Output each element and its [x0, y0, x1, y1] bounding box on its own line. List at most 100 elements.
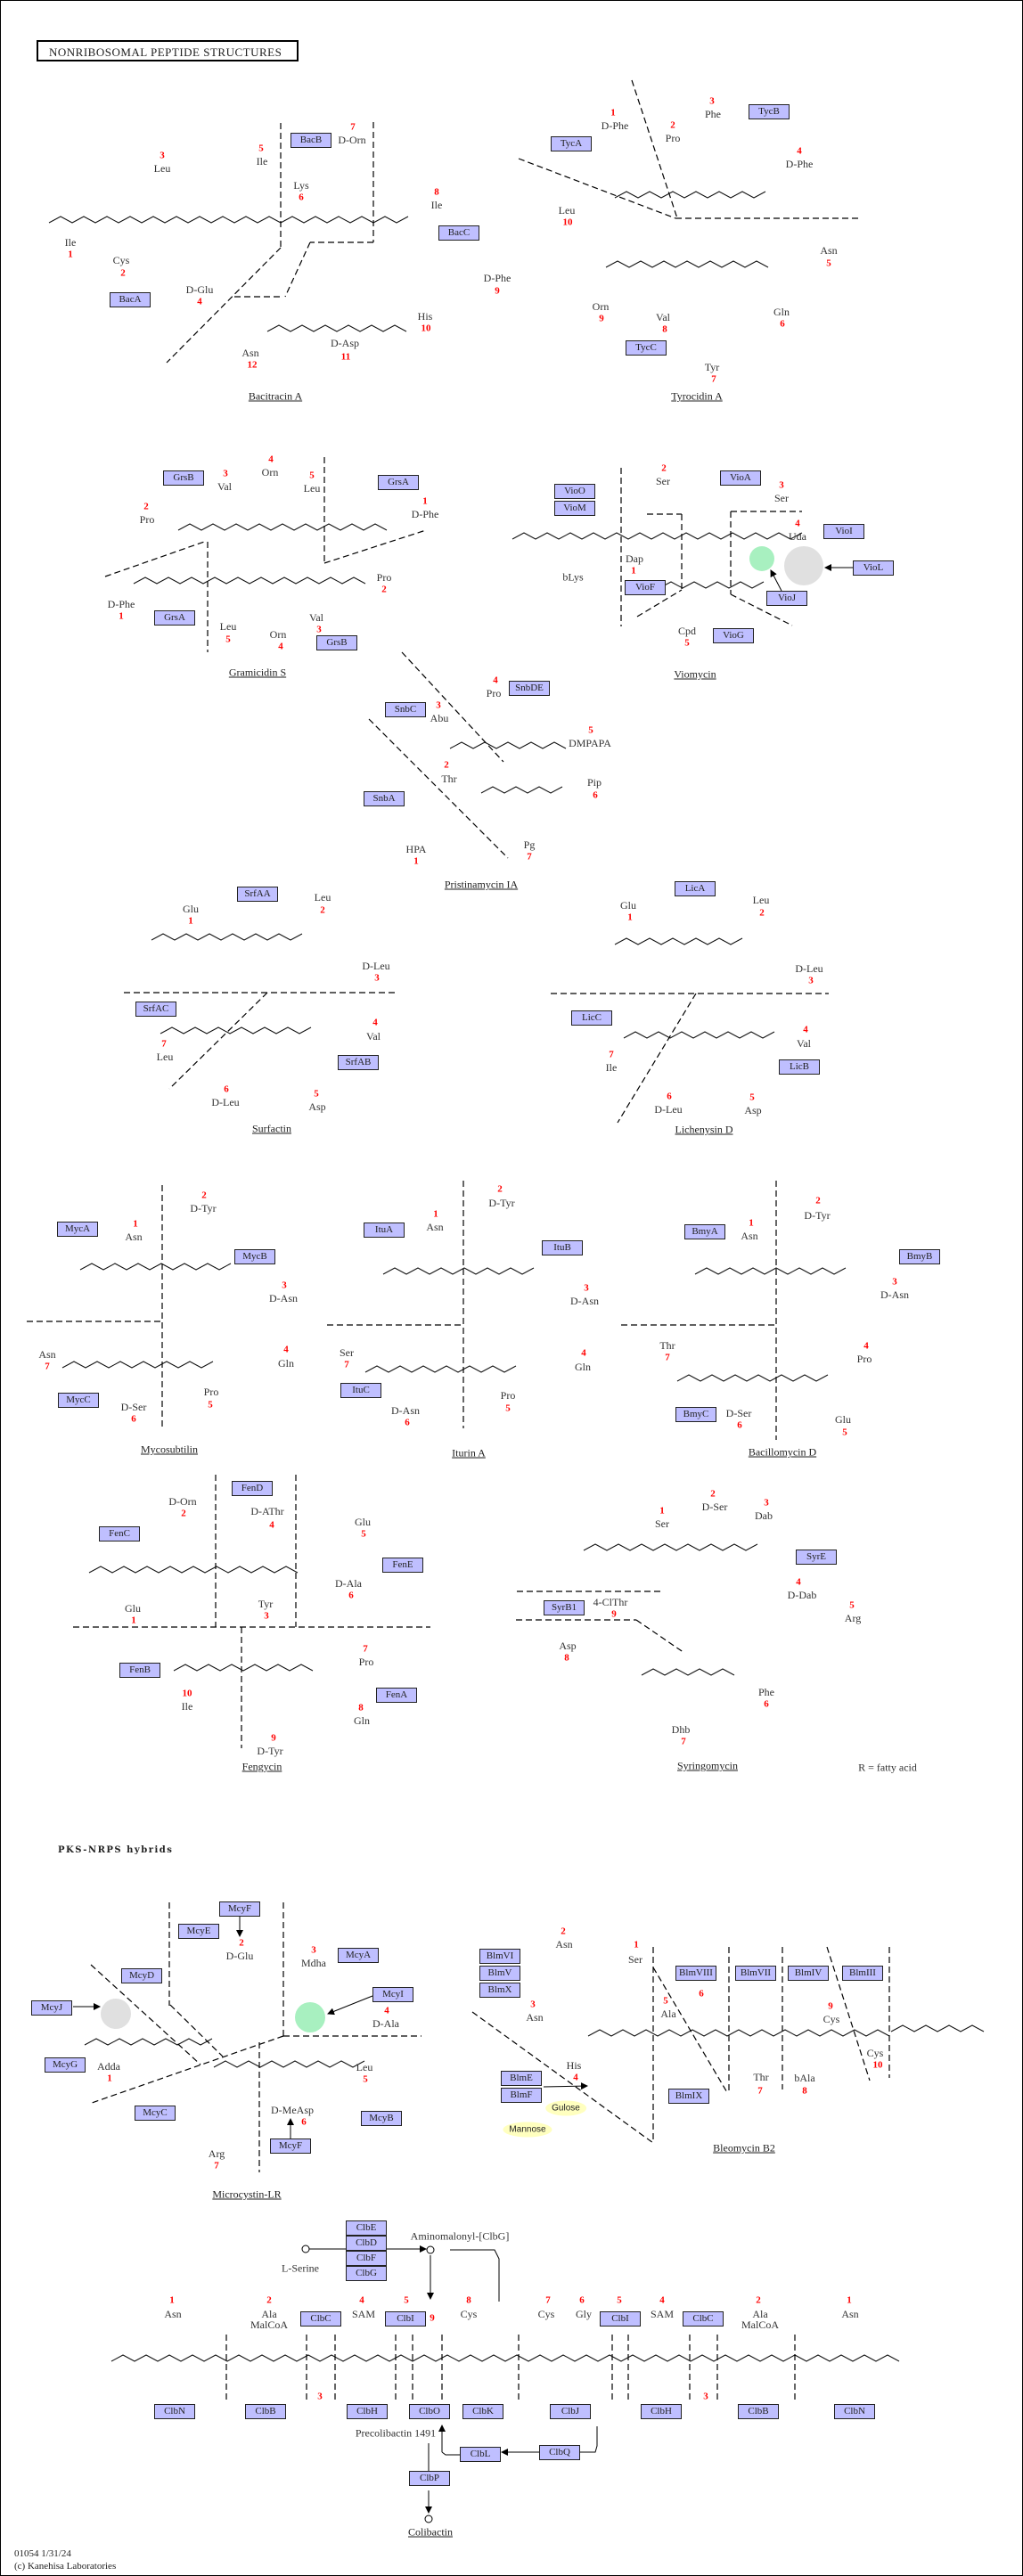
- enzyme-blme[interactable]: BlmE: [501, 2071, 542, 2086]
- enzyme-clbc[interactable]: ClbC: [683, 2311, 724, 2327]
- enzyme-clbn[interactable]: ClbN: [834, 2404, 875, 2419]
- colibactin-title[interactable]: Colibactin: [408, 2525, 453, 2539]
- enzyme-grsa[interactable]: GrsA: [378, 475, 419, 490]
- mannose-glycan[interactable]: Mannose: [503, 2122, 552, 2138]
- mycosubtilin-title[interactable]: Mycosubtilin: [140, 1443, 199, 1456]
- viomycin-title[interactable]: Viomycin: [674, 667, 716, 681]
- enzyme-clbj[interactable]: ClbJ: [550, 2404, 591, 2419]
- enzyme-mycc[interactable]: MycC: [58, 1393, 99, 1408]
- bacitracin-a-title[interactable]: Bacitracin A: [248, 389, 303, 403]
- bacillomycin-d-title[interactable]: Bacillomycin D: [748, 1445, 817, 1459]
- enzyme-viol[interactable]: VioL: [853, 560, 894, 576]
- enzyme-mcyj[interactable]: McyJ: [31, 2000, 72, 2016]
- enzyme-clbe[interactable]: ClbE: [346, 2220, 387, 2236]
- enzyme-clbq[interactable]: ClbQ: [539, 2445, 580, 2460]
- enzyme-mcyc[interactable]: McyC: [135, 2106, 176, 2121]
- gramicidin-s-title[interactable]: Gramicidin S: [228, 666, 287, 679]
- enzyme-mcyi[interactable]: McyI: [372, 1987, 413, 2002]
- enzyme-viom[interactable]: VioM: [554, 501, 595, 516]
- enzyme-bacb[interactable]: BacB: [291, 133, 331, 148]
- enzyme-blmviii[interactable]: BlmVIII: [675, 1966, 716, 1981]
- enzyme-syre[interactable]: SyrE: [796, 1550, 837, 1565]
- enzyme-fenb[interactable]: FenB: [119, 1663, 160, 1678]
- enzyme-mcyf[interactable]: McyF: [270, 2138, 311, 2154]
- enzyme-mcyd[interactable]: McyD: [121, 1968, 162, 1983]
- enzyme-blmix[interactable]: BlmIX: [668, 2089, 709, 2104]
- enzyme-fend[interactable]: FenD: [232, 1481, 273, 1496]
- enzyme-grsb[interactable]: GrsB: [163, 470, 204, 486]
- gulose-glycan[interactable]: Gulose: [545, 2100, 586, 2116]
- bleomycin-b2-title[interactable]: Bleomycin B2: [713, 2141, 775, 2155]
- enzyme-itub[interactable]: ItuB: [542, 1240, 583, 1255]
- enzyme-grsb[interactable]: GrsB: [316, 635, 357, 650]
- enzyme-mcya[interactable]: McyA: [338, 1948, 379, 1963]
- enzyme-vioo[interactable]: VioO: [554, 484, 595, 499]
- enzyme-clbf[interactable]: ClbF: [346, 2251, 387, 2266]
- enzyme-srfac[interactable]: SrfAC: [135, 1002, 176, 1017]
- enzyme-itua[interactable]: ItuA: [364, 1223, 405, 1238]
- enzyme-bmya[interactable]: BmyA: [684, 1224, 725, 1239]
- enzyme-licc[interactable]: LicC: [571, 1010, 612, 1026]
- enzyme-clbi[interactable]: ClbI: [600, 2311, 641, 2327]
- enzyme-snbc[interactable]: SnbC: [385, 702, 426, 717]
- enzyme-fene[interactable]: FenE: [382, 1558, 423, 1573]
- enzyme-licb[interactable]: LicB: [779, 1059, 820, 1075]
- enzyme-bmyb[interactable]: BmyB: [899, 1249, 940, 1264]
- enzyme-clbb[interactable]: ClbB: [245, 2404, 286, 2419]
- enzyme-snbde[interactable]: SnbDE: [509, 681, 550, 696]
- iturin-a-title[interactable]: Iturin A: [452, 1446, 486, 1460]
- surfactin-title[interactable]: Surfactin: [252, 1122, 291, 1135]
- enzyme-fena[interactable]: FenA: [376, 1688, 417, 1703]
- enzyme-fenc[interactable]: FenC: [99, 1526, 140, 1542]
- enzyme-blmv[interactable]: BlmV: [479, 1966, 520, 1981]
- enzyme-lica[interactable]: LicA: [675, 881, 716, 896]
- enzyme-syrb1[interactable]: SyrB1: [544, 1600, 585, 1615]
- fengycin-title[interactable]: Fengycin: [241, 1760, 282, 1773]
- enzyme-clbi[interactable]: ClbI: [385, 2311, 426, 2327]
- enzyme-baca[interactable]: BacA: [110, 292, 151, 307]
- pristinamycin-ia-title[interactable]: Pristinamycin IA: [444, 878, 519, 891]
- enzyme-tycc[interactable]: TycC: [626, 340, 667, 356]
- enzyme-clbl[interactable]: ClbL: [460, 2447, 501, 2462]
- enzyme-clbd[interactable]: ClbD: [346, 2236, 387, 2251]
- enzyme-clbo[interactable]: ClbO: [409, 2404, 450, 2419]
- enzyme-vioi[interactable]: VioI: [823, 524, 864, 539]
- enzyme-srfab[interactable]: SrfAB: [338, 1055, 379, 1070]
- enzyme-bacc[interactable]: BacC: [438, 225, 479, 241]
- enzyme-mcyg[interactable]: McyG: [45, 2057, 86, 2073]
- microcystin-lr-title[interactable]: Microcystin-LR: [212, 2188, 282, 2201]
- syringomycin-title[interactable]: Syringomycin: [677, 1759, 738, 1772]
- enzyme-blmvii[interactable]: BlmVII: [735, 1966, 776, 1981]
- enzyme-blmiv[interactable]: BlmIV: [788, 1966, 829, 1981]
- enzyme-clbg[interactable]: ClbG: [346, 2266, 387, 2281]
- enzyme-mcyb[interactable]: McyB: [361, 2111, 402, 2126]
- enzyme-vioj[interactable]: VioJ: [766, 591, 807, 606]
- enzyme-snba[interactable]: SnbA: [364, 791, 405, 806]
- enzyme-clbk[interactable]: ClbK: [462, 2404, 503, 2419]
- enzyme-clbb[interactable]: ClbB: [738, 2404, 779, 2419]
- enzyme-myca[interactable]: MycA: [57, 1222, 98, 1237]
- enzyme-viog[interactable]: VioG: [713, 628, 754, 643]
- tyrocidin-a-title[interactable]: Tyrocidin A: [671, 389, 723, 403]
- enzyme-blmiii[interactable]: BlmIII: [842, 1966, 883, 1981]
- enzyme-tyca[interactable]: TycA: [551, 136, 592, 151]
- enzyme-clbp[interactable]: ClbP: [409, 2471, 450, 2486]
- enzyme-clbh[interactable]: ClbH: [641, 2404, 682, 2419]
- enzyme-mcyf[interactable]: McyF: [219, 1901, 260, 1917]
- enzyme-clbn[interactable]: ClbN: [154, 2404, 195, 2419]
- enzyme-blmx[interactable]: BlmX: [479, 1983, 520, 1998]
- enzyme-srfaa[interactable]: SrfAA: [237, 887, 278, 902]
- enzyme-clbc[interactable]: ClbC: [300, 2311, 341, 2327]
- enzyme-vioa[interactable]: VioA: [720, 470, 761, 486]
- enzyme-clbh[interactable]: ClbH: [347, 2404, 388, 2419]
- enzyme-ituc[interactable]: ItuC: [340, 1383, 381, 1398]
- enzyme-blmf[interactable]: BlmF: [501, 2088, 542, 2103]
- enzyme-blmvi[interactable]: BlmVI: [479, 1949, 520, 1964]
- enzyme-tycb[interactable]: TycB: [749, 104, 790, 119]
- lichenysin-d-title[interactable]: Lichenysin D: [675, 1123, 733, 1136]
- enzyme-bmyc[interactable]: BmyC: [675, 1407, 716, 1422]
- enzyme-grsa[interactable]: GrsA: [154, 610, 195, 626]
- enzyme-mcye[interactable]: McyE: [178, 1924, 219, 1939]
- enzyme-mycb[interactable]: MycB: [234, 1249, 275, 1264]
- enzyme-viof[interactable]: VioF: [625, 580, 666, 595]
